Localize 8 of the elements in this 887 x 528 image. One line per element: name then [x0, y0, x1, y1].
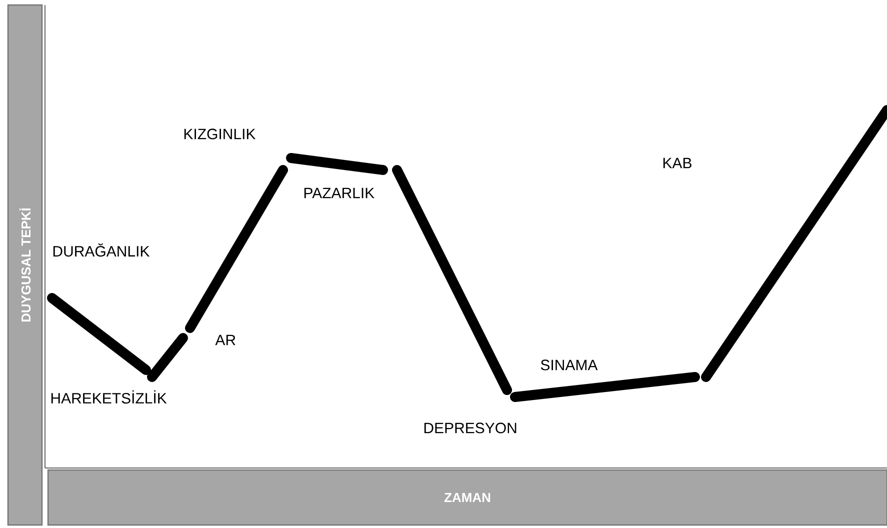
stage-label: DEPRESYON	[424, 422, 516, 434]
axis-band: DUYGUSAL TEPKİ	[7, 4, 43, 526]
stage-label: AR	[215, 334, 236, 346]
axis-band: ZAMAN	[47, 469, 887, 526]
stage-label: KAB	[663, 158, 692, 168]
stage-label: PAZARLIK	[304, 188, 374, 198]
stage-label: KIZGINLIK	[184, 128, 256, 140]
stage-label: SINAMA	[540, 360, 598, 370]
